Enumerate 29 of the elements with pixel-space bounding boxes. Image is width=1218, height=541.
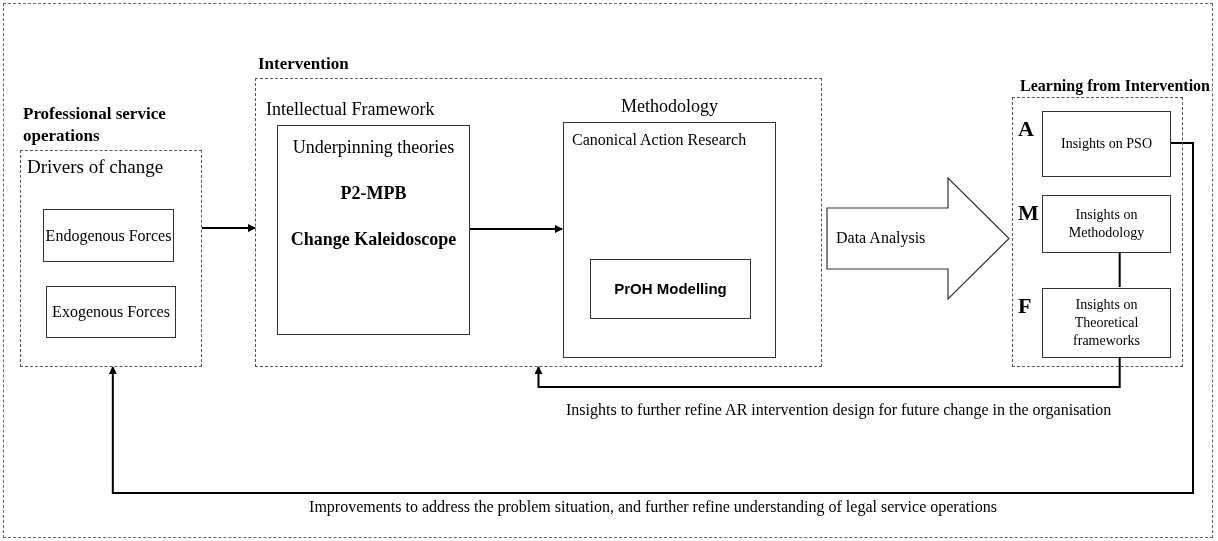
box-label: Insights on PSO: [1060, 135, 1153, 153]
group-heading: Professional service operations: [23, 103, 167, 147]
box-label: Insights on Theoretical frameworks: [1072, 296, 1141, 350]
box-label: PrOH Modelling: [614, 278, 727, 299]
process-box: [590, 259, 751, 319]
theory-name: P2-MPB: [340, 182, 407, 204]
section-heading: Methodology: [621, 95, 718, 117]
connector-line: [1118, 251, 1121, 288]
connector-arrow: [201, 224, 256, 233]
group-heading: Learning from Intervention: [1020, 76, 1210, 96]
connector-arrow: [468, 225, 563, 233]
box-label: Exogenous Forces: [52, 302, 170, 322]
theory-name: Change Kaleidoscope: [290, 228, 457, 250]
process-box: [46, 286, 176, 338]
section-heading: Intellectual Framework: [266, 98, 435, 120]
box-label: Endogenous Forces: [45, 225, 172, 246]
connector-arrow: [108, 142, 1194, 494]
group-title: Drivers of change: [27, 155, 164, 179]
connector-arrow: [534, 356, 1121, 388]
arrow-label: Data Analysis: [836, 228, 926, 249]
group-heading: Intervention: [258, 53, 350, 75]
callout-letter: F: [1018, 293, 1032, 319]
box-title: Canonical Action Research: [572, 130, 748, 150]
box-label: Insights on Methodology: [1067, 206, 1146, 242]
callout-letter: A: [1018, 116, 1034, 142]
block-arrow: [826, 177, 1010, 300]
process-box: [43, 209, 174, 262]
box-label: Underpinning theories: [292, 136, 455, 158]
callout-letter: M: [1018, 200, 1039, 226]
